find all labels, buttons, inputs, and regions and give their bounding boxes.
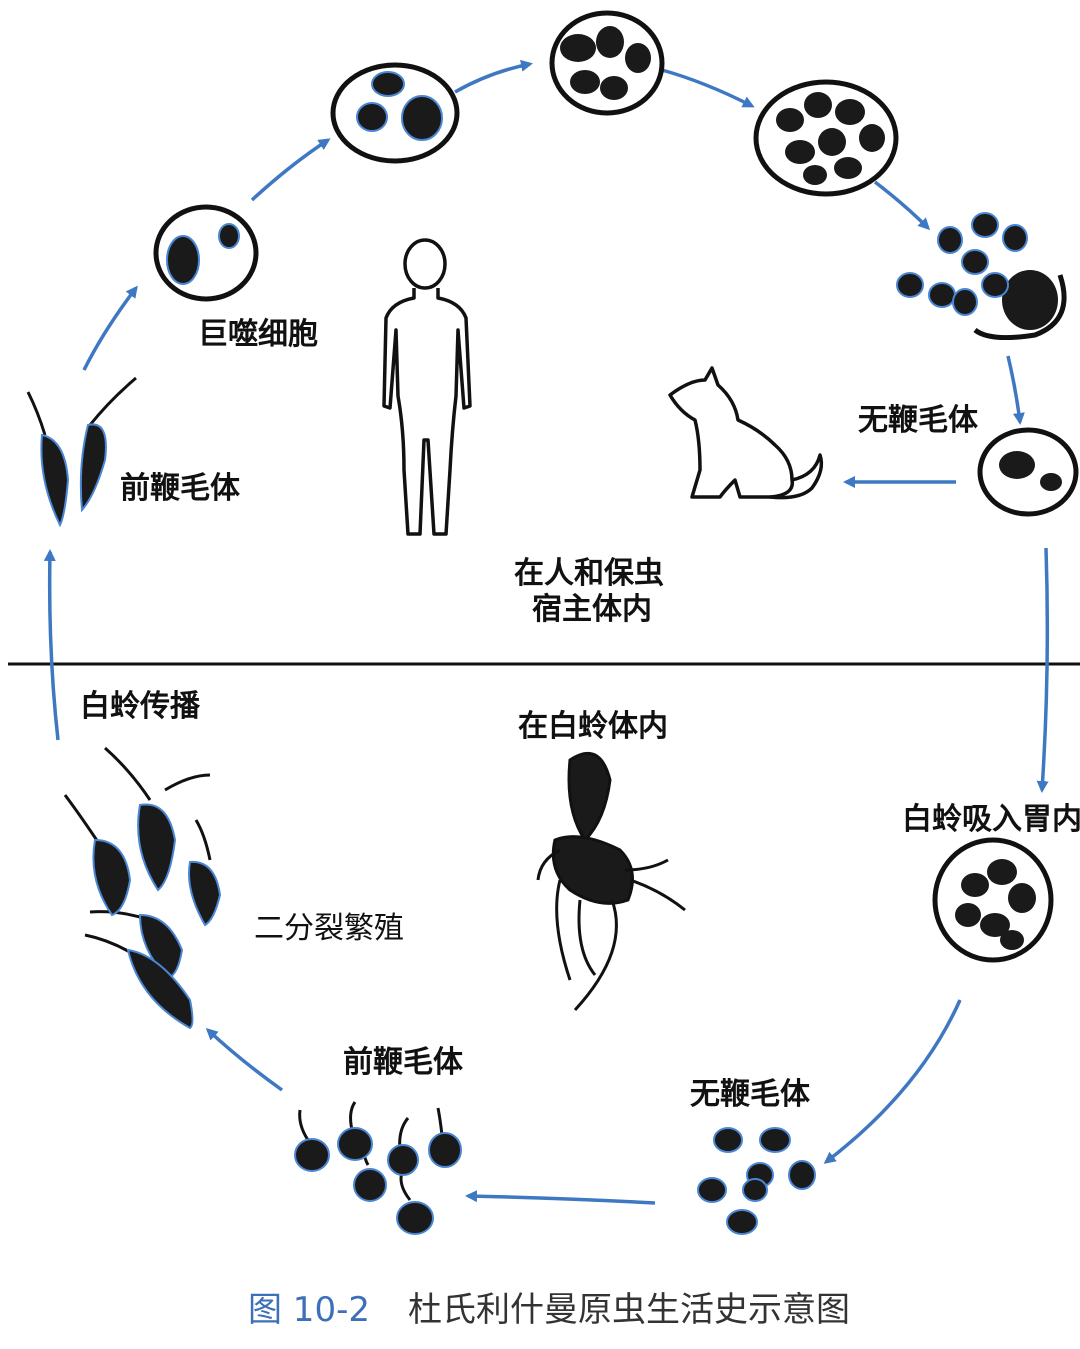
- amastigote-cell-top: [977, 427, 1079, 517]
- promastigotes-top: [26, 376, 137, 528]
- sandfly-figure: [536, 751, 686, 1012]
- arrow-cell3-to-cell4: [661, 68, 755, 108]
- macrophage-cell-3: [549, 10, 665, 116]
- label-sandfly-transmit: 白蛉传播: [80, 689, 201, 724]
- label-macrophage: 巨噬细胞: [198, 317, 318, 352]
- label-amastigote-bottom: 无鞭毛体: [690, 1077, 811, 1112]
- label-host-line1: 在人和保虫: [514, 556, 664, 591]
- free-amastigotes: [697, 1127, 816, 1235]
- figure-title: 杜氏利什曼原虫生活史示意图: [407, 1290, 850, 1330]
- label-amastigote-top: 无鞭毛体: [858, 403, 979, 438]
- label-binary-fission: 二分裂繁殖: [254, 911, 404, 946]
- arrow-promastigotes-to-fission: [205, 1027, 284, 1092]
- macrophage-cell-2: [330, 62, 460, 164]
- label-host-line2: 宿主体内: [532, 592, 652, 627]
- dog-figure: [668, 366, 824, 500]
- arrow-cell2-to-cell3: [454, 59, 533, 94]
- figure-caption: 图 10-2 杜氏利什曼原虫生活史示意图: [248, 1282, 850, 1331]
- label-promastigote-bottom: 前鞭毛体: [343, 1045, 464, 1080]
- macrophage-cell-1: [153, 204, 259, 302]
- arrow-ingest-to-amastigotes: [823, 999, 962, 1164]
- arrow-promastigote-to-macrophage: [82, 285, 138, 371]
- arrow-right-down: [1036, 547, 1050, 793]
- label-sandfly-ingest: 白蛉吸入胃内: [902, 802, 1080, 837]
- young-promastigotes: [294, 1101, 462, 1235]
- arrow-cell4-to-burst: [873, 180, 931, 231]
- label-in-sandfly: 在白蛉体内: [518, 709, 668, 744]
- dividing-promastigotes: [63, 746, 222, 1030]
- arrow-left-up: [43, 549, 60, 741]
- figure-number: 图 10-2: [248, 1290, 370, 1330]
- human-figure: [382, 238, 472, 536]
- macrophage-cell-4: [753, 79, 899, 197]
- ruptured-macrophage: [896, 212, 1067, 341]
- label-promastigote-top: 前鞭毛体: [120, 471, 241, 506]
- cycle-arrows: [43, 59, 1050, 1205]
- arrow-macrophage-to-cell2: [250, 138, 331, 202]
- ingested-macrophage: [932, 837, 1054, 963]
- diagram-labels: 巨噬细胞 前鞭毛体 无鞭毛体 在人和保虫 宿主体内 白蛉传播 在白蛉体内 白蛉吸…: [80, 317, 1080, 1112]
- arrow-amastigotes-to-promastigotes: [465, 1190, 656, 1205]
- arrow-burst-to-amastigote: [1006, 355, 1025, 425]
